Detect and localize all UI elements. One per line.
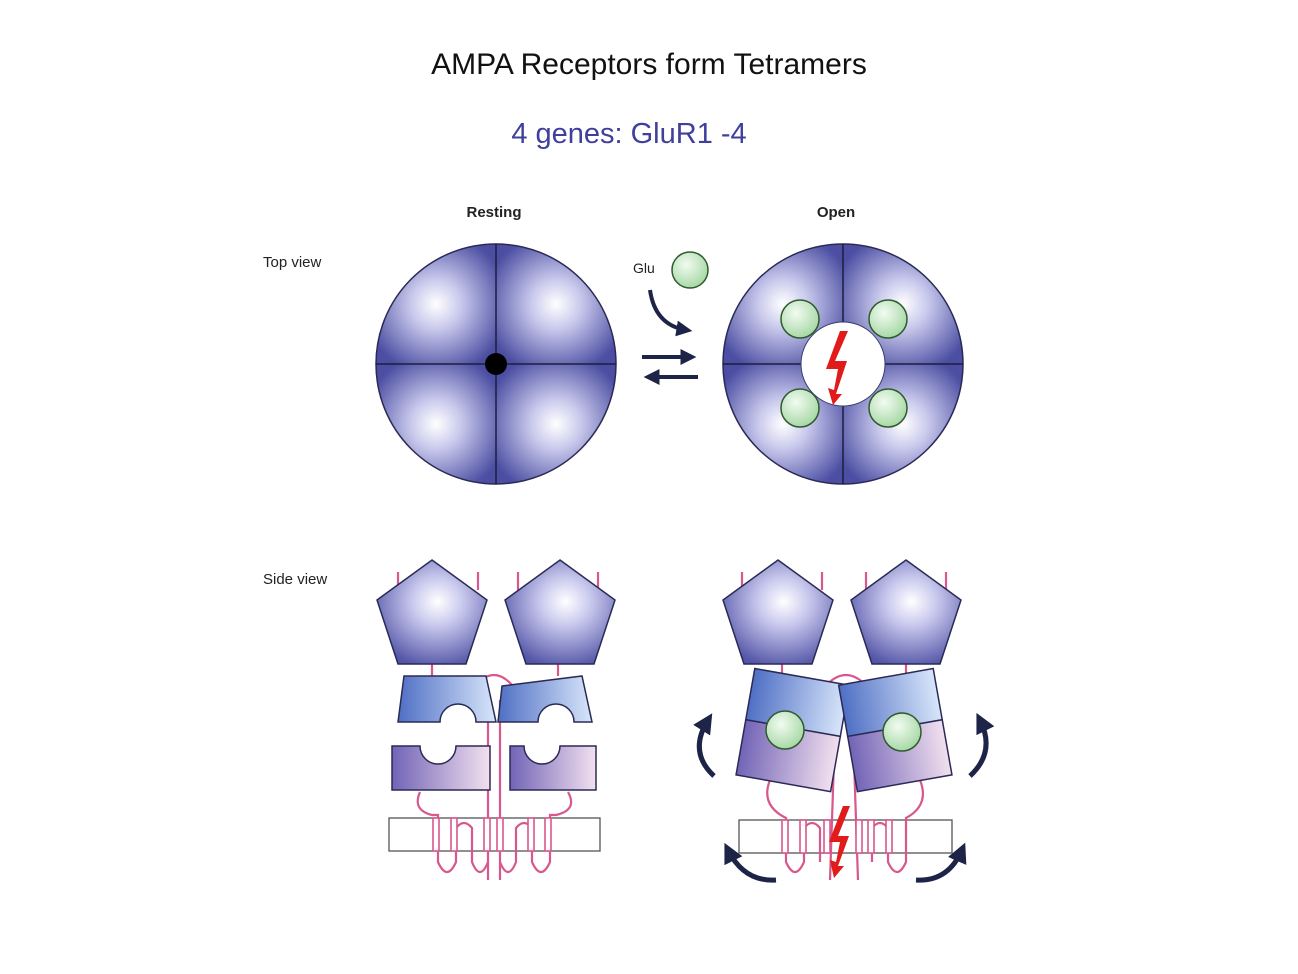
row-label-side-view: Side view — [263, 571, 327, 588]
bound-glutamate — [780, 388, 820, 428]
slide-subtitle: 4 genes: GluR1 -4 — [511, 118, 747, 150]
row-label-top-view: Top view — [263, 254, 322, 271]
bound-glutamate — [780, 299, 820, 339]
bound-glutamate — [882, 712, 922, 752]
resting-top-view — [375, 243, 617, 485]
ion-flow-bolt-icon — [829, 806, 850, 878]
slide-title: AMPA Receptors form Tetramers — [431, 48, 867, 81]
resting-side-view — [376, 559, 616, 880]
open-side-view — [693, 559, 995, 883]
glutamate-molecule — [671, 251, 709, 289]
equilibrium-arrows — [642, 289, 698, 385]
bound-glutamate — [868, 299, 908, 339]
bound-glutamate — [868, 388, 908, 428]
closed-pore — [485, 353, 507, 375]
bound-glutamate — [765, 710, 805, 750]
open-top-view — [722, 243, 964, 485]
ion-flow-bolt-icon — [826, 331, 848, 405]
glutamate-label: Glu — [633, 260, 655, 276]
membrane — [388, 817, 601, 852]
rotation-arrows — [693, 712, 995, 883]
column-label-resting: Resting — [466, 204, 521, 221]
column-label-open: Open — [817, 204, 855, 221]
